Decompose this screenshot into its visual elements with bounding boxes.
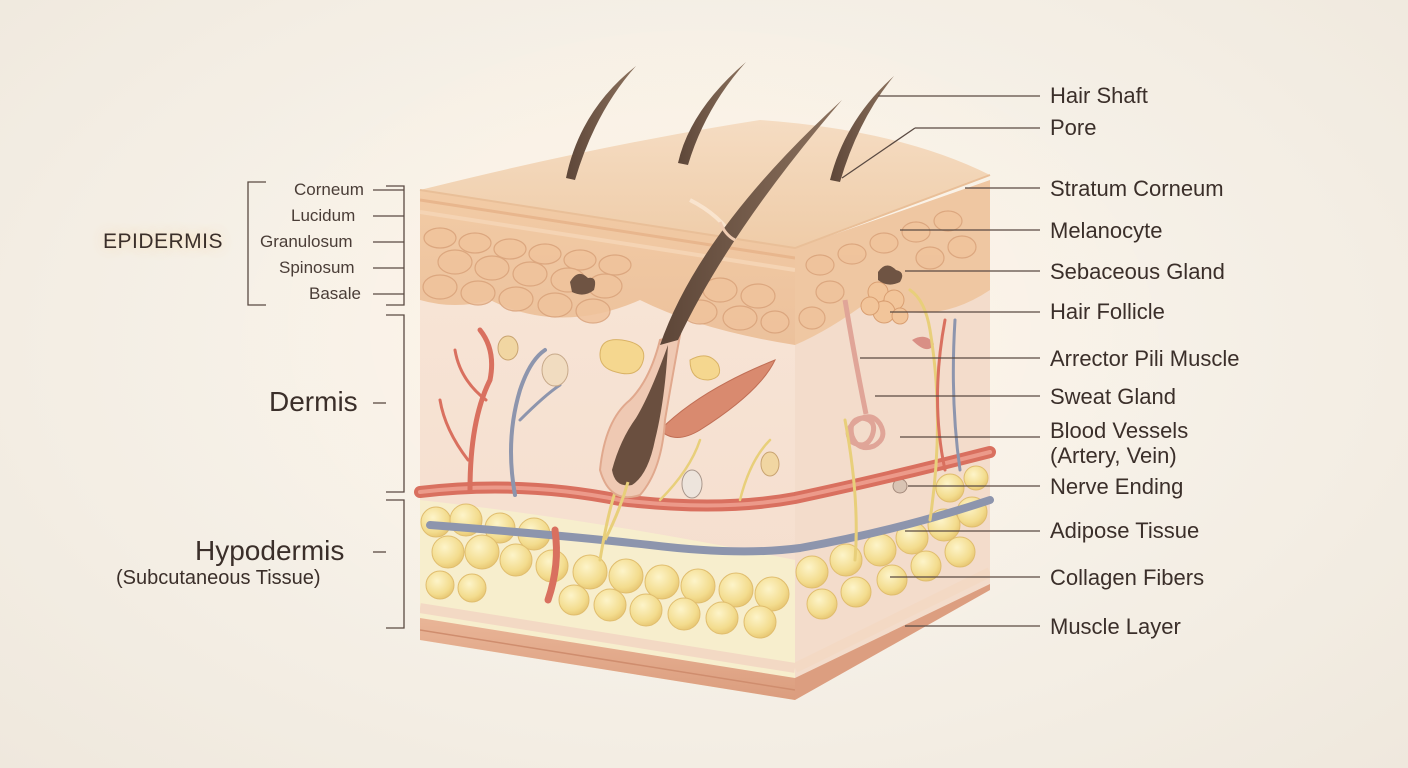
label-sebaceous-gland: Sebaceous Gland bbox=[1050, 259, 1225, 284]
label-stratum-corneum: Stratum Corneum bbox=[1050, 176, 1224, 201]
label-layer-granulosum: Granulosum bbox=[260, 232, 353, 251]
label-hypodermis-sub: (Subcutaneous Tissue) bbox=[116, 567, 321, 589]
label-melanocyte: Melanocyte bbox=[1050, 218, 1163, 243]
label-adipose-tissue: Adipose Tissue bbox=[1050, 518, 1200, 543]
label-hair-follicle: Hair Follicle bbox=[1050, 299, 1165, 324]
label-epidermis: EPIDERMIS bbox=[103, 230, 224, 253]
label-arrector-pili-muscle: Arrector Pili Muscle bbox=[1050, 346, 1240, 371]
label-blood-vessels-sub: (Artery, Vein) bbox=[1050, 443, 1177, 468]
label-blood-vessels: Blood Vessels bbox=[1050, 418, 1189, 443]
label-layer-lucidum: Lucidum bbox=[291, 206, 356, 225]
label-dermis: Dermis bbox=[269, 386, 358, 417]
label-sweat-gland: Sweat Gland bbox=[1050, 384, 1176, 409]
label-layer-basale: Basale bbox=[309, 284, 361, 303]
label-nerve-ending: Nerve Ending bbox=[1050, 474, 1184, 499]
label-muscle-layer: Muscle Layer bbox=[1050, 614, 1181, 639]
label-hypodermis: Hypodermis bbox=[195, 535, 345, 566]
label-layer-spinosum: Spinosum bbox=[279, 258, 355, 277]
label-pore: Pore bbox=[1050, 115, 1097, 140]
label-layer-corneum: Corneum bbox=[294, 180, 364, 199]
label-hair-shaft: Hair Shaft bbox=[1050, 83, 1148, 108]
label-collagen-fibers: Collagen Fibers bbox=[1050, 565, 1205, 590]
